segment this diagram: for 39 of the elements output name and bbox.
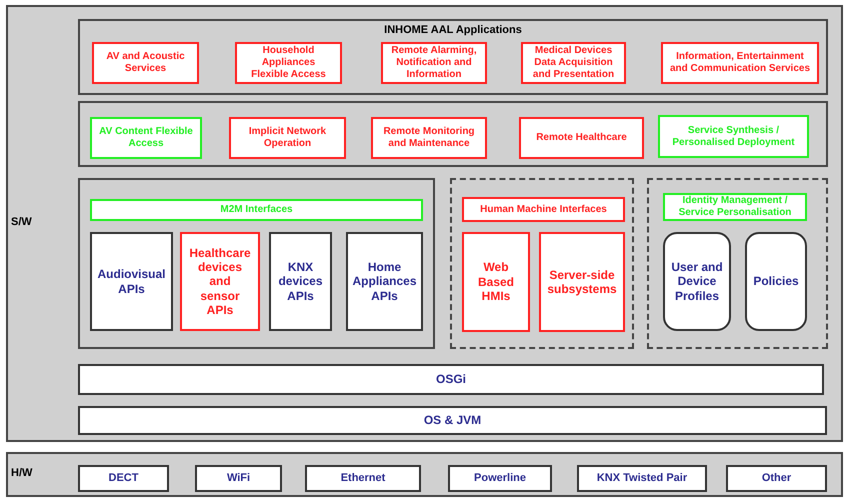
software-layer-panel (6, 5, 843, 442)
hmi-panel (450, 178, 634, 349)
layer-label: S/W (11, 216, 32, 228)
section-heading-box: Human Machine Interfaces (462, 197, 625, 222)
platform-bar: OSGi (78, 364, 824, 395)
hardware-layer-panel (6, 452, 843, 497)
api-box: Healthcare devices and sensor APIs (180, 232, 260, 331)
application-box: Remote Alarming, Notification and Information (381, 42, 487, 84)
hardware-box: Other (726, 465, 827, 492)
service-box: Remote Monitoring and Maintenance (371, 117, 487, 159)
hardware-box: DECT (78, 465, 169, 492)
service-box: Service Synthesis / Personalised Deployment (658, 115, 809, 158)
m2m-panel (78, 178, 435, 349)
api-box: KNX devices APIs (269, 232, 332, 331)
application-box: Medical Devices Data Acquisition and Presentation (521, 42, 626, 84)
identity-panel (647, 178, 828, 349)
hardware-box: WiFi (195, 465, 282, 492)
application-box: Household Appliances Flexible Access (235, 42, 342, 84)
hardware-box: Ethernet (305, 465, 421, 492)
profile-box: Policies (745, 232, 807, 331)
hardware-box: KNX Twisted Pair (577, 465, 707, 492)
applications-panel (78, 19, 828, 95)
panel-title: INHOME AAL Applications (383, 24, 523, 36)
application-box: AV and Acoustic Services (92, 42, 199, 84)
section-heading-box: Identity Management / Service Personalisation (663, 193, 807, 221)
application-box: Information, Entertainment and Communication Services (661, 42, 819, 84)
hardware-box: Powerline (448, 465, 552, 492)
api-box: Home Appliances APIs (346, 232, 423, 331)
hmi-box: Server-side subsystems (539, 232, 625, 332)
section-heading-box: M2M Interfaces (90, 199, 423, 221)
layer-label: H/W (11, 466, 32, 478)
api-box: Audiovisual APIs (90, 232, 173, 331)
platform-bar: OS & JVM (78, 406, 827, 435)
profile-box: User and Device Profiles (663, 232, 731, 331)
service-box: AV Content Flexible Access (90, 117, 202, 159)
hmi-box: Web Based HMIs (462, 232, 530, 332)
service-box: Implicit Network Operation (229, 117, 346, 159)
services-panel (78, 101, 828, 167)
service-box: Remote Healthcare (519, 117, 644, 159)
